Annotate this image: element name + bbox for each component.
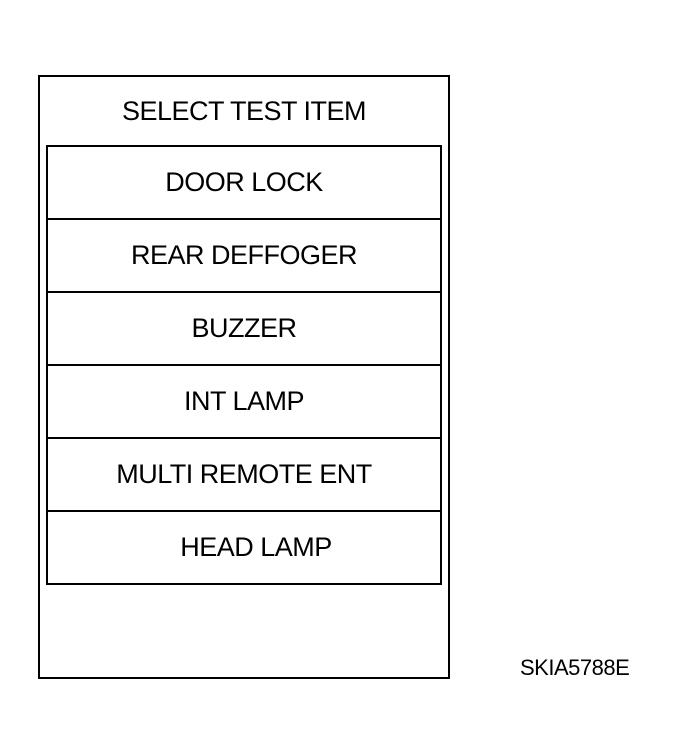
test-item-list: DOOR LOCK REAR DEFFOGER BUZZER INT LAMP … [46,145,442,585]
test-item-int-lamp[interactable]: INT LAMP [46,364,442,439]
screen-title: SELECT TEST ITEM [121,96,367,126]
select-test-item-screen: SELECT TEST ITEM DOOR LOCK REAR DEFFOGER… [38,75,450,679]
test-item-buzzer[interactable]: BUZZER [46,291,442,366]
test-item-multi-remote-ent[interactable]: MULTI REMOTE ENT [46,437,442,512]
test-item-rear-defogger[interactable]: REAR DEFFOGER [46,218,442,293]
test-item-head-lamp[interactable]: HEAD LAMP [46,510,442,585]
test-item-door-lock[interactable]: DOOR LOCK [46,145,442,220]
figure-code: SKIA5788E [520,655,630,680]
